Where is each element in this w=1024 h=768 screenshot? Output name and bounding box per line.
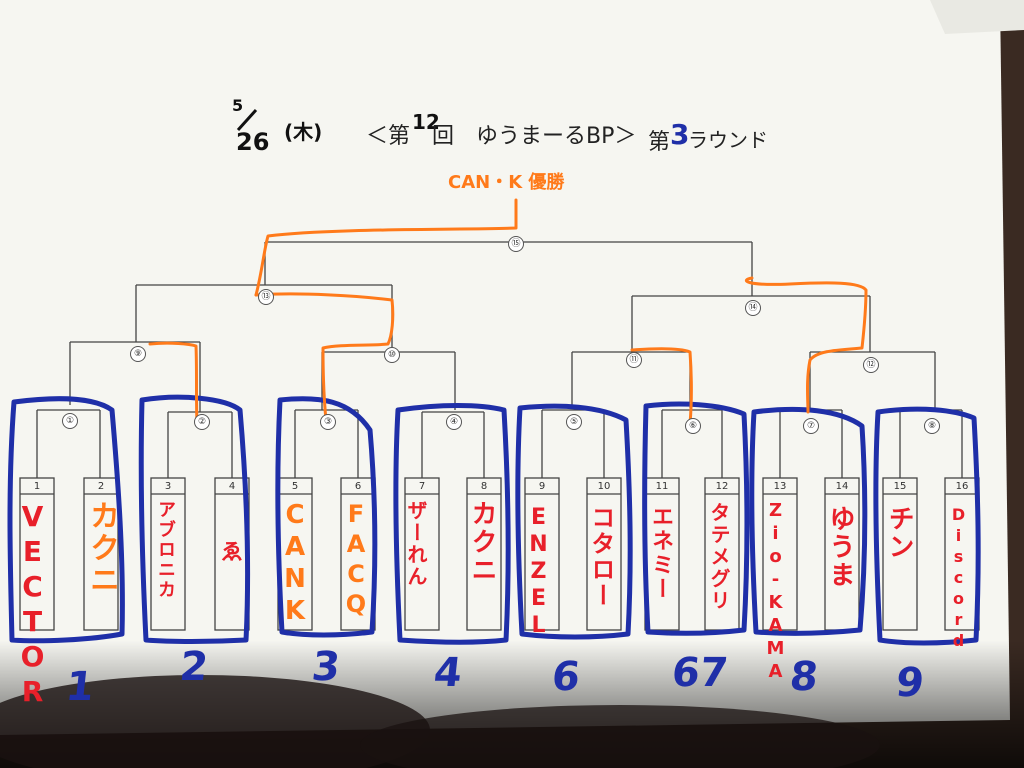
- seed-number: 10: [597, 481, 611, 492]
- match-number: ⑭: [745, 300, 761, 316]
- seed-number: 9: [538, 481, 546, 492]
- seed-number: 11: [655, 481, 669, 492]
- group-boxes: [7, 394, 981, 646]
- group-number: 8: [787, 654, 821, 700]
- player-name: チン: [884, 505, 914, 561]
- seed-number: 8: [480, 481, 488, 492]
- round-suffix: ラウンド: [688, 128, 768, 152]
- player-name: Discord: [949, 505, 968, 652]
- match-number: ⑪: [626, 352, 642, 368]
- player-name: ザーれん: [404, 500, 428, 588]
- match-number: ⑩: [384, 347, 400, 363]
- seed-number: 7: [418, 481, 426, 492]
- date-month: 5: [232, 96, 244, 115]
- match-number: ⑦: [803, 418, 819, 434]
- date-day: 26: [236, 128, 270, 156]
- seed-number: 5: [291, 481, 299, 492]
- player-name: CANK: [280, 500, 310, 628]
- player-name: カクニ: [84, 500, 119, 596]
- seed-number: 3: [164, 481, 172, 492]
- match-number: ⑫: [863, 357, 879, 373]
- paper-sheet: [0, 0, 1010, 735]
- player-name: ENZEL: [526, 505, 551, 640]
- player-name: タテメグリ: [707, 502, 731, 612]
- group-number: 1: [63, 664, 97, 710]
- match-number: ⑮: [508, 236, 524, 252]
- match-number: ②: [194, 414, 210, 430]
- group-number: 2: [177, 644, 211, 690]
- match-number: ⑥: [685, 418, 701, 434]
- group-number: 6: [549, 654, 583, 700]
- player-name: ゑ: [217, 540, 242, 564]
- match-number: ④: [446, 414, 462, 430]
- seed-number: 15: [893, 481, 907, 492]
- seed-number: 14: [835, 481, 849, 492]
- match-number: ⑬: [258, 289, 274, 305]
- player-name: VECTOR: [16, 500, 49, 710]
- seed-number: 6: [354, 481, 362, 492]
- title-suffix: 回 ゆうまーるBP＞: [432, 124, 637, 149]
- seed-number: 4: [228, 481, 236, 492]
- round-prefix: 第: [648, 130, 671, 155]
- winner-path: [148, 198, 868, 426]
- weekday: (木): [284, 120, 323, 144]
- group-number: 4: [431, 650, 465, 696]
- group-number: 9: [893, 660, 927, 706]
- seed-number: 1: [33, 481, 41, 492]
- player-name: FACQ: [342, 500, 370, 620]
- winner-label: CAN・K 優勝: [448, 172, 565, 193]
- title-number: 12: [412, 110, 440, 134]
- match-number: ③: [320, 414, 336, 430]
- seed-number: 16: [955, 481, 969, 492]
- match-number: ⑧: [924, 418, 940, 434]
- player-name: コタロー: [587, 505, 615, 609]
- group-number: 3: [309, 644, 343, 690]
- group-number: 67: [669, 650, 731, 696]
- player-name: エネミー: [648, 505, 673, 601]
- date-slash-icon: [236, 108, 258, 132]
- player-name: ゆうま: [825, 505, 855, 589]
- seed-number: 13: [773, 481, 787, 492]
- round-number: 3: [670, 118, 690, 151]
- seed-number: 2: [97, 481, 105, 492]
- match-number: ⑨: [130, 346, 146, 362]
- title-prefix: ＜第: [366, 124, 411, 149]
- match-number: ①: [62, 413, 78, 429]
- player-name: Zio-KAMA: [765, 500, 786, 684]
- match-number: ⑤: [566, 414, 582, 430]
- player-name: カクニ: [467, 500, 497, 584]
- seed-number: 12: [715, 481, 729, 492]
- player-name: アブロニカ: [155, 500, 176, 600]
